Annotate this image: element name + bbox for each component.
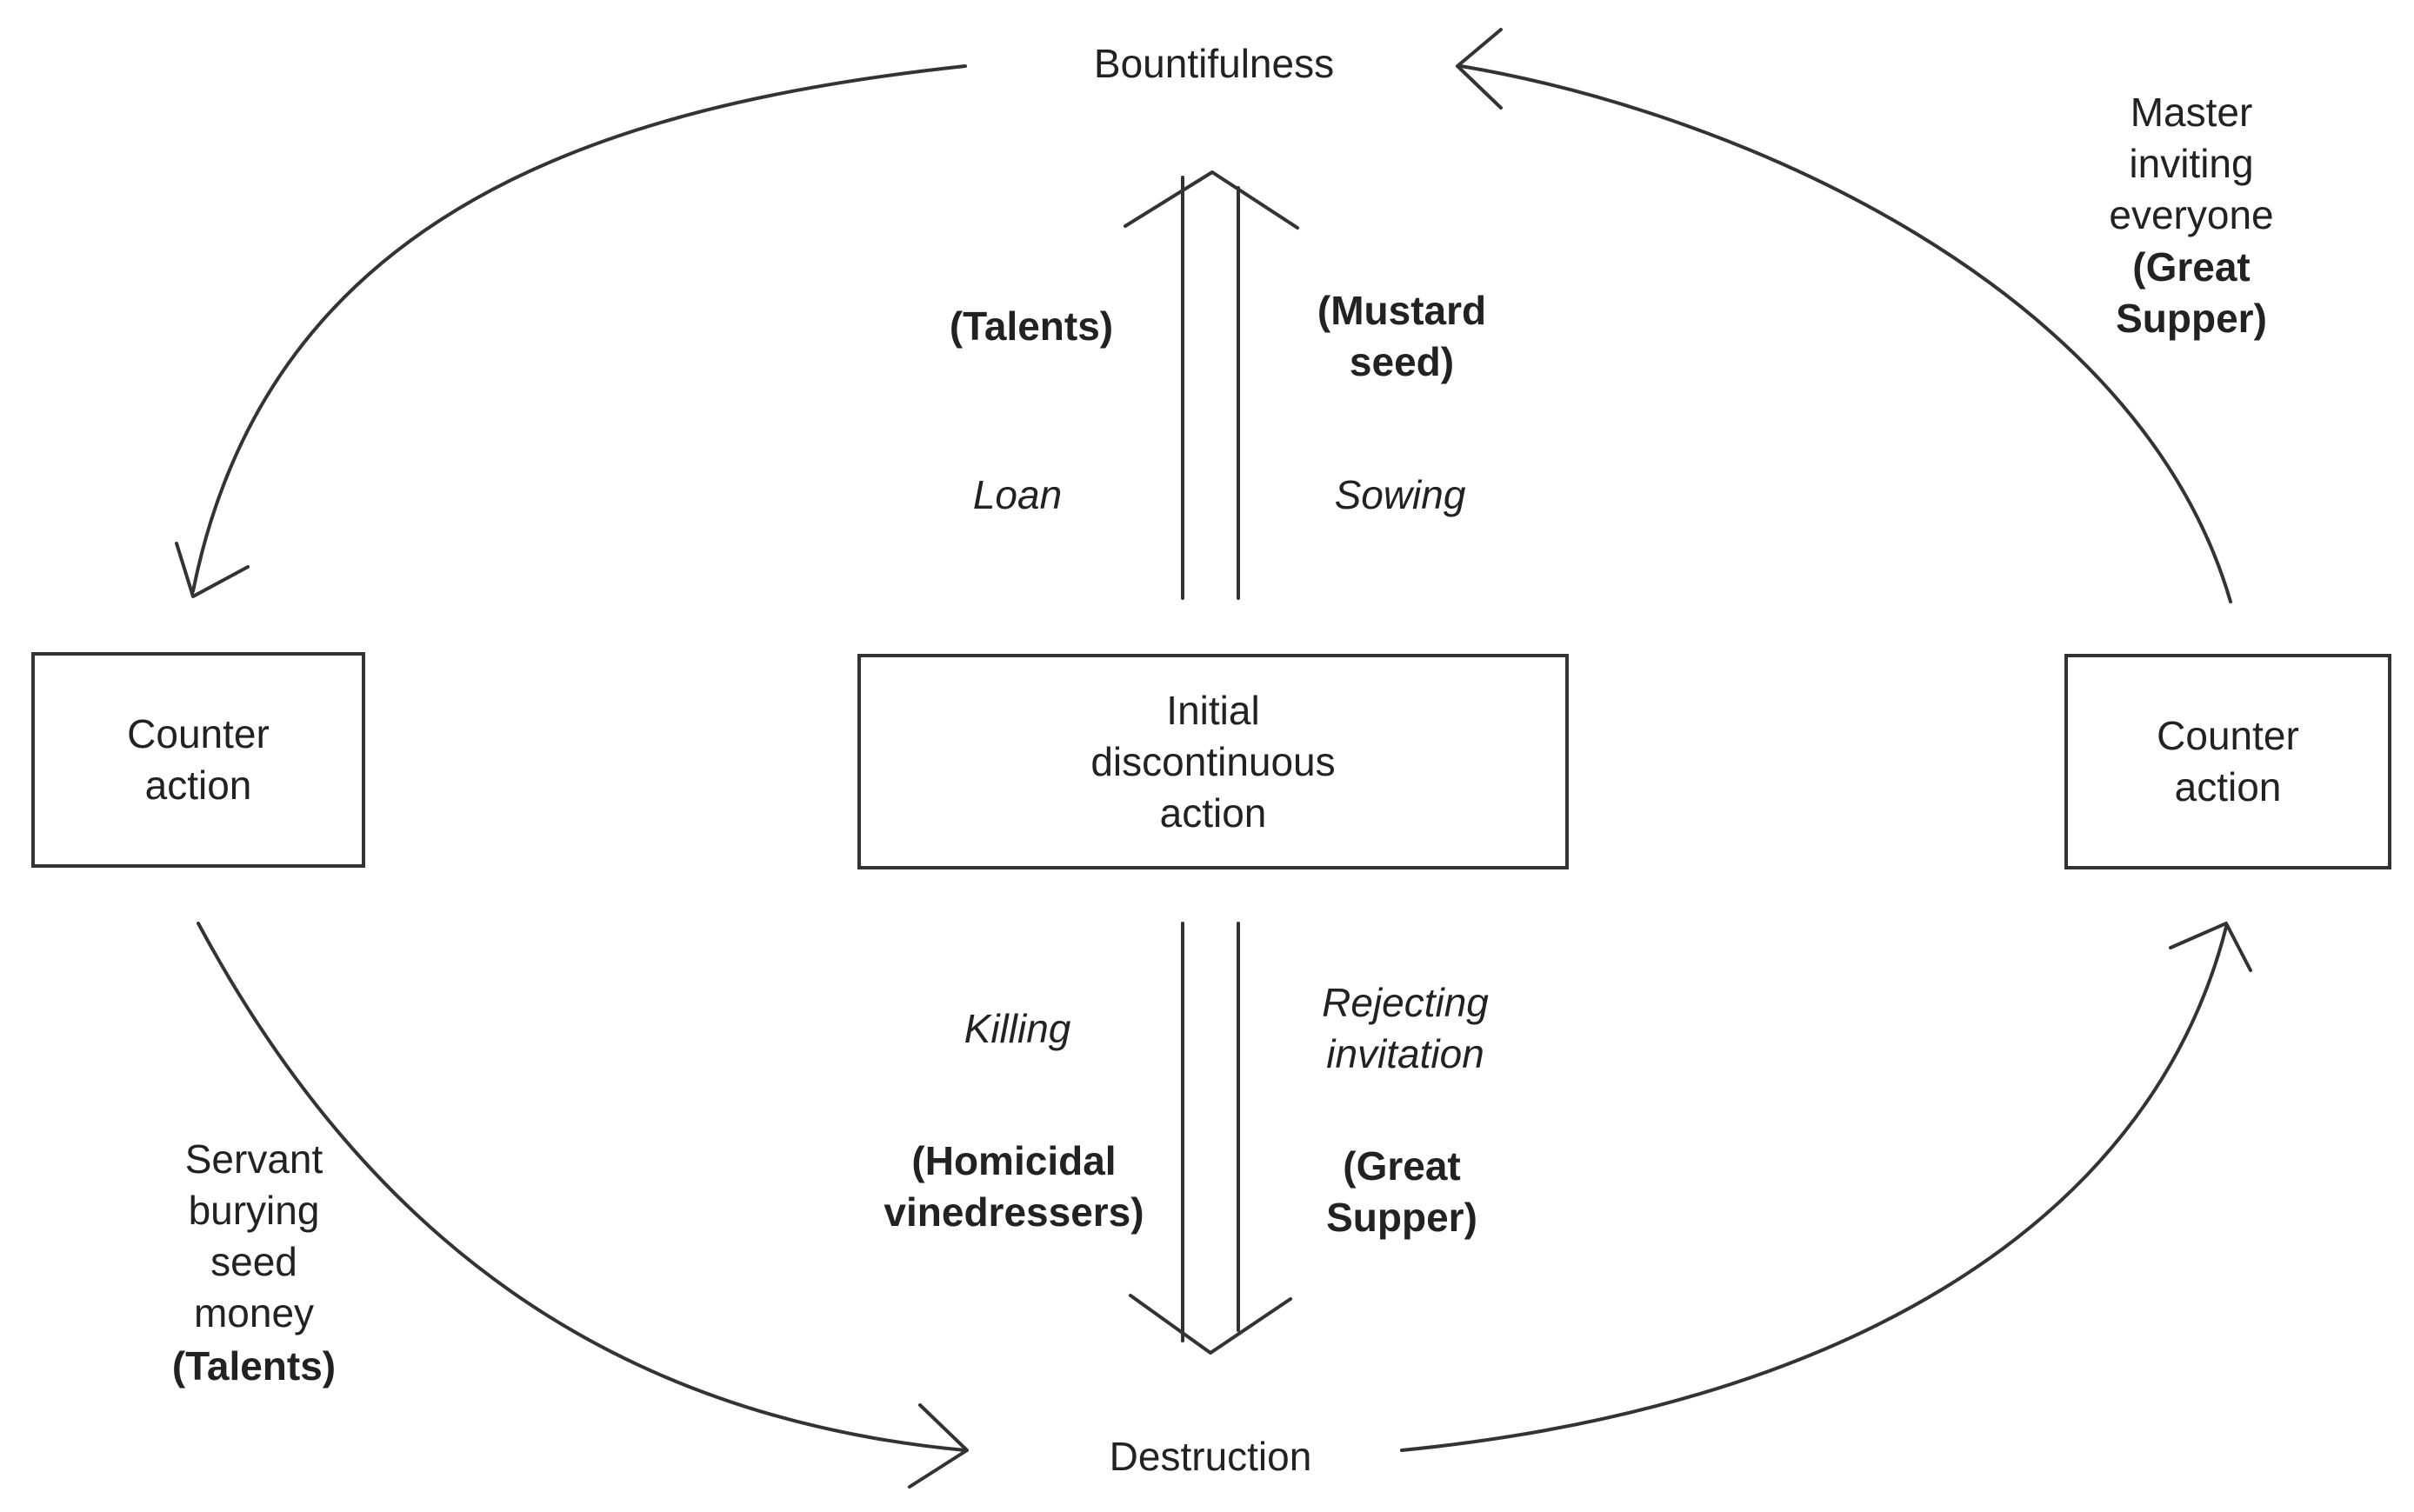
down-left-title-line-1: (Homicidal: [911, 1138, 1117, 1183]
right-counter-line-2: action: [2174, 764, 2282, 809]
arc-destruction-to-right-counter: [1400, 925, 2228, 1452]
left-counter-action-box: Counter action: [31, 652, 365, 868]
up-right-action: Sowing: [1334, 472, 1466, 517]
arc-bountifulness-to-left-counter: [191, 64, 967, 593]
down-right-action: Rejecting invitation: [1322, 977, 1489, 1080]
arrowhead-right-counter: [2169, 922, 2252, 972]
down-right-title: (Great Supper): [1326, 1141, 1477, 1243]
left-arc-desc-line-1: Servant: [184, 1136, 323, 1182]
down-left-action: Killing: [964, 1006, 1071, 1051]
up-right-title-line-2: seed): [1349, 339, 1455, 384]
left-arc-desc-line-2: burying: [188, 1188, 320, 1233]
down-left-title-line-2: vinedressers): [884, 1189, 1144, 1235]
down-right-title-line-2: Supper): [1326, 1195, 1477, 1240]
right-arc-desc-line-3: everyone: [2109, 192, 2274, 237]
right-arc-description: Master inviting everyone: [2109, 87, 2273, 241]
arrowhead-left-counter: [175, 542, 250, 598]
up-left-title: (Talents): [949, 303, 1114, 349]
arrowhead-destruction: [908, 1403, 969, 1489]
arrowhead-bountifulness: [1456, 28, 1503, 110]
left-arc-description: Servant burying seed money: [185, 1134, 323, 1339]
left-arc-title: (Talents): [171, 1343, 337, 1389]
center-action-line-2: discontinuous: [1090, 738, 1336, 784]
center-action-box: Initial discontinuous action: [857, 654, 1569, 869]
center-action-line-3: action: [1159, 789, 1267, 836]
down-left-title: (Homicidal vinedressers): [884, 1136, 1144, 1238]
down-right-action-line-2: invitation: [1326, 1031, 1484, 1076]
right-counter-line-1: Counter: [2157, 713, 2299, 758]
right-arc-desc-line-2: inviting: [2129, 141, 2254, 186]
left-arc-desc-line-4: money: [193, 1290, 315, 1335]
up-right-title: (Mustard seed): [1317, 285, 1486, 388]
right-counter-action-box: Counter action: [2064, 654, 2391, 869]
down-arrow-head: [1129, 1294, 1292, 1355]
right-arc-title-line-1: (Great: [2132, 244, 2251, 290]
up-left-action: Loan: [972, 472, 1063, 517]
bountifulness-label: Bountifulness: [1093, 41, 1335, 86]
left-counter-line-2: action: [144, 763, 252, 808]
left-counter-line-1: Counter: [127, 711, 270, 756]
center-action-line-1: Initial: [1166, 687, 1260, 733]
right-arc-title: (Great Supper): [2116, 242, 2267, 344]
destruction-label: Destruction: [1109, 1434, 1312, 1479]
left-arc-desc-line-3: seed: [210, 1239, 297, 1284]
up-arrow-head: [1124, 170, 1299, 230]
arc-left-counter-to-destruction: [197, 922, 967, 1452]
right-arc-title-line-2: Supper): [2116, 296, 2267, 341]
up-right-title-line-1: (Mustard: [1317, 288, 1487, 333]
right-arc-desc-line-1: Master: [2130, 90, 2253, 135]
down-right-title-line-1: (Great: [1343, 1143, 1461, 1189]
arc-right-counter-to-bountifulness: [1459, 64, 2232, 603]
down-right-action-line-1: Rejecting: [1322, 980, 1489, 1025]
